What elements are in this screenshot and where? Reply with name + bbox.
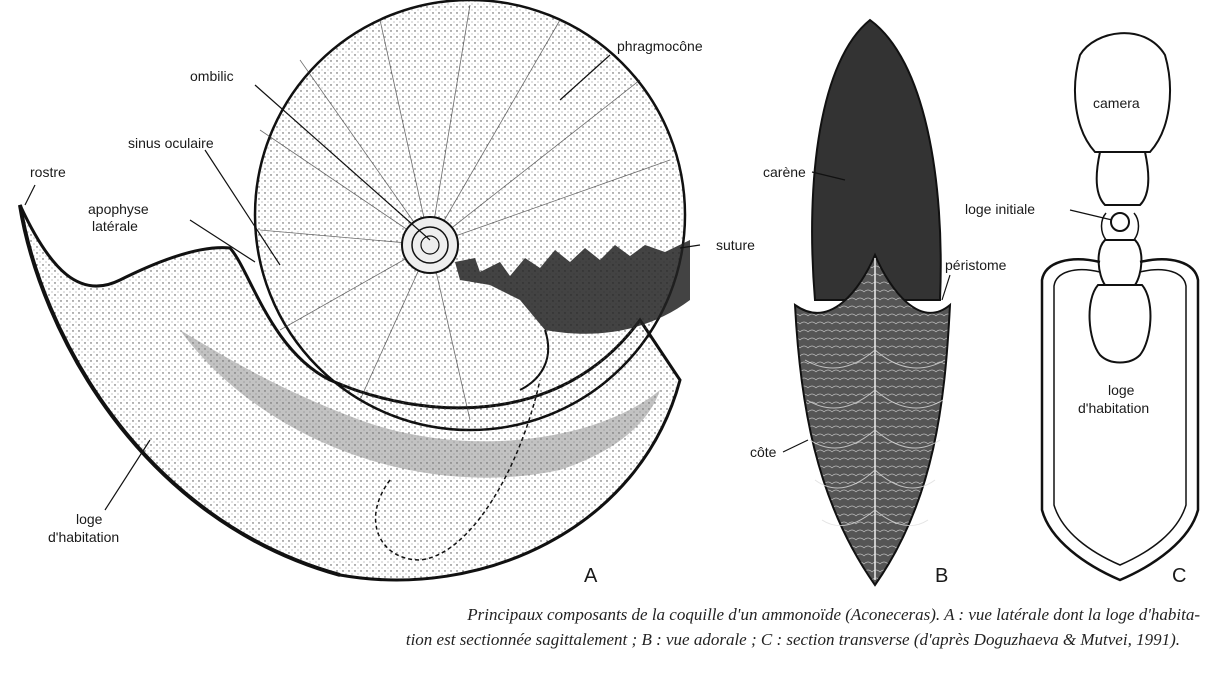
camera-chamber [1075, 33, 1170, 152]
label-c-loge: loge [1108, 382, 1135, 398]
panel-a-letter: A [584, 565, 598, 587]
panel-a: rostre apophyse latérale sinus oculaire … [20, 0, 755, 587]
label-ombilic: ombilic [190, 68, 234, 84]
panel-c: camera loge initiale loge d'habitation C [965, 33, 1198, 587]
caption-line-2: tion est sectionnée sagittalement ; B : … [120, 627, 1200, 652]
label-carene: carène [763, 164, 806, 180]
label-rostre: rostre [30, 164, 66, 180]
label-loge-initiale: loge initiale [965, 201, 1035, 217]
initial-chamber [1111, 213, 1129, 231]
label-apophyse: apophyse [88, 201, 149, 217]
phragmocone-whorl [255, 0, 685, 430]
panel-c-letter: C [1172, 565, 1186, 587]
label-camera: camera [1093, 95, 1140, 111]
label-peristome: péristome [945, 257, 1007, 273]
label-cote: côte [750, 444, 777, 460]
panel-b: carène péristome côte B [750, 20, 1007, 587]
figure-caption: Principaux composants de la coquille d'u… [120, 602, 1200, 652]
umbilicus [402, 217, 458, 273]
label-laterale: latérale [92, 218, 138, 234]
label-c-habitation: d'habitation [1078, 400, 1149, 416]
label-phragmocone: phragmocône [617, 38, 703, 54]
label-suture: suture [716, 237, 755, 253]
label-sinus-oculaire: sinus oculaire [128, 135, 214, 151]
label-habitation: d'habitation [48, 529, 119, 545]
adoral-body [795, 255, 950, 585]
caption-line-1: Principaux composants de la coquille d'u… [120, 602, 1200, 627]
label-loge: loge [76, 511, 103, 527]
panel-b-letter: B [935, 565, 948, 587]
ammonoid-figure: rostre apophyse latérale sinus oculaire … [0, 0, 1213, 600]
